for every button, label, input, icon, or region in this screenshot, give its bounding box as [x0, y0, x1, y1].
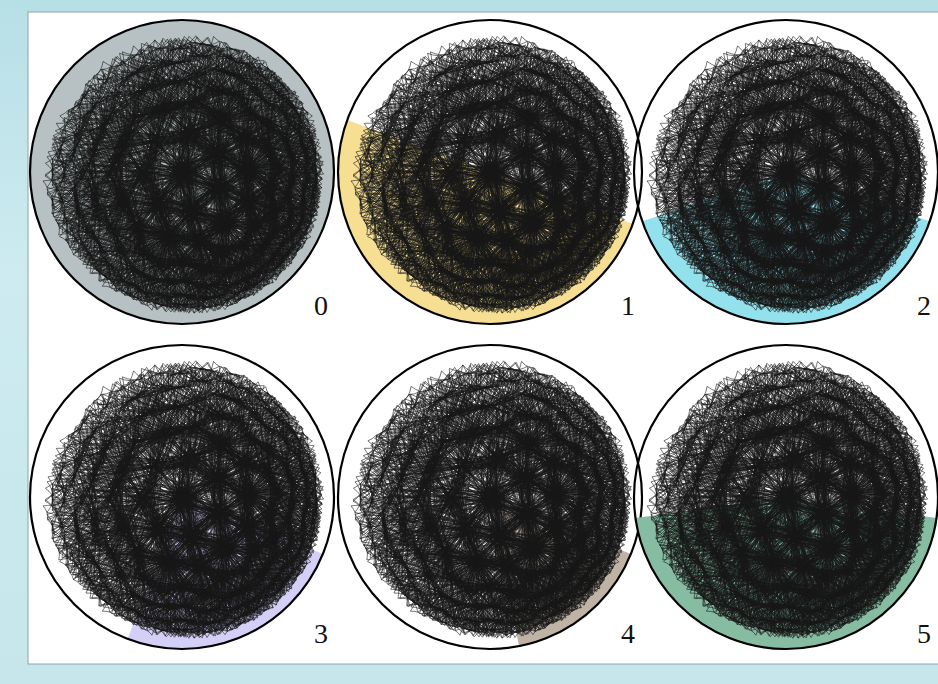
panel-number: 2 [917, 292, 931, 320]
disk-boundary [30, 20, 334, 324]
disk-boundary [338, 20, 642, 324]
poincare-disk [570, 20, 938, 400]
poincare-disk [30, 20, 334, 324]
panel-number: 4 [621, 620, 635, 648]
poincare-disk [338, 345, 701, 684]
disk-boundary [634, 20, 938, 324]
tiling-lines [351, 361, 632, 638]
shaded-region [30, 20, 334, 324]
poincare-disk [560, 345, 938, 684]
tiling-lines [647, 36, 928, 313]
disk-boundary [30, 345, 334, 649]
panel-number: 5 [917, 620, 931, 648]
disk-boundary [634, 345, 938, 649]
disk-boundary [338, 345, 642, 649]
panel-number: 1 [621, 292, 635, 320]
panel-number: 0 [314, 292, 328, 320]
white-panel [28, 12, 938, 664]
tiling-lines [351, 36, 632, 313]
tiling-lines [43, 361, 324, 638]
panel-number: 3 [314, 620, 328, 648]
tiling-lines [647, 361, 928, 638]
tiling-lines [43, 36, 324, 313]
